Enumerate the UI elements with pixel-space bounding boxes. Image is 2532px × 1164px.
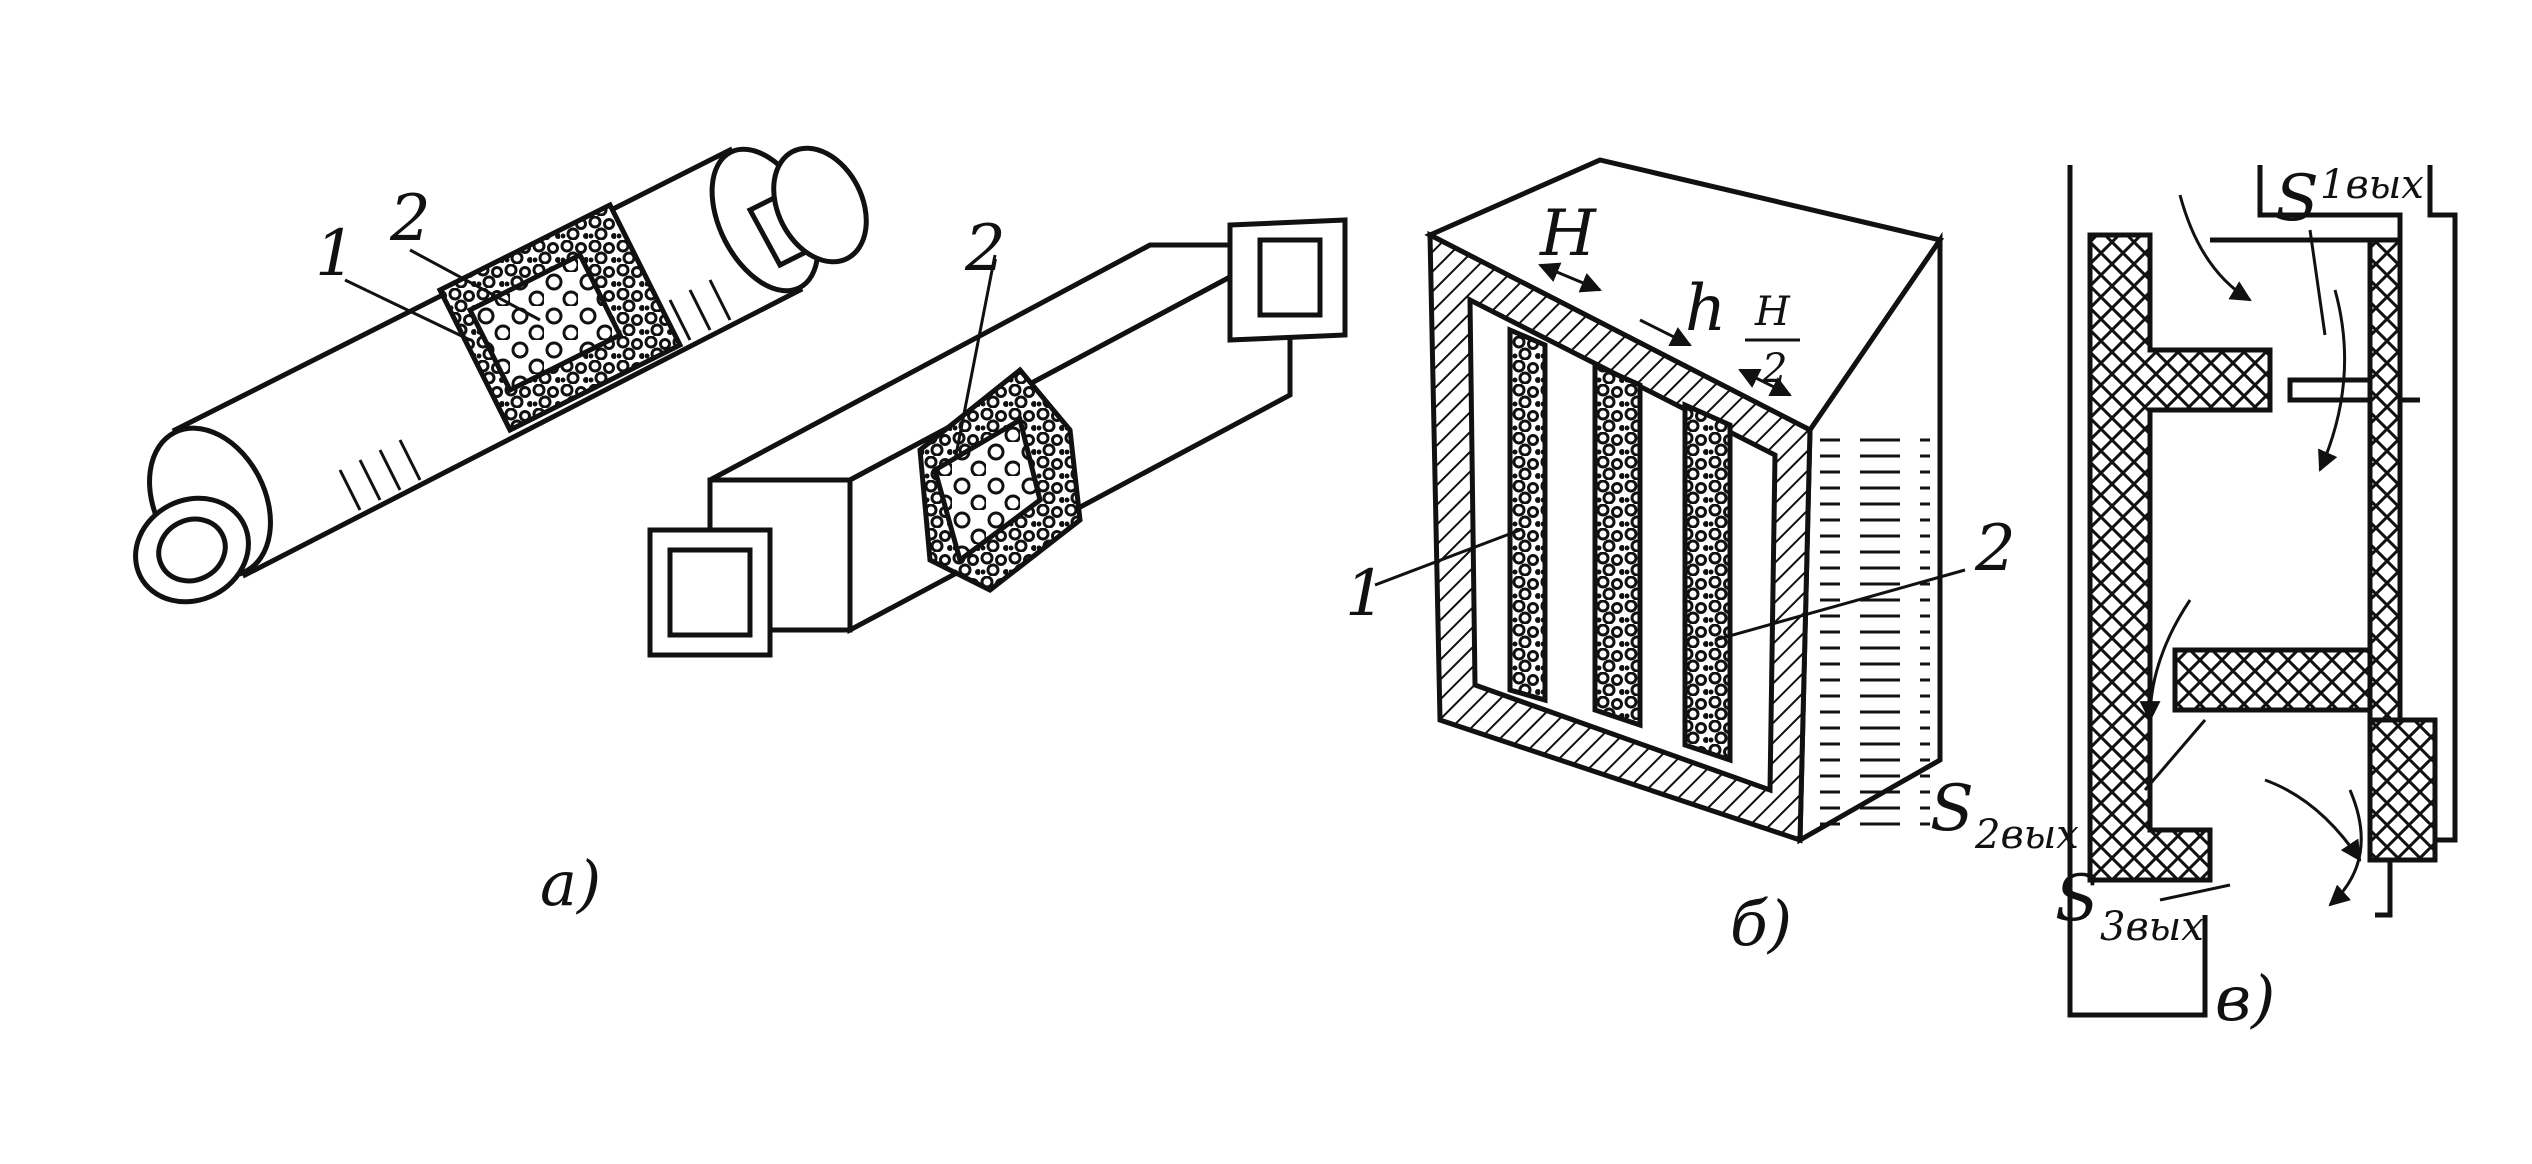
label-s3: S [2055, 862, 2099, 936]
label-plate-1: 1 [1345, 557, 1386, 631]
label-cyl-2: 2 [389, 182, 431, 256]
dim-h: h [1685, 272, 1726, 346]
caption-a: а) [540, 847, 601, 920]
cylinder-silencer [133, 145, 869, 605]
label-s3-sub: 3вых [2100, 904, 2204, 950]
plate-silencer [1374, 157, 1966, 845]
label-s1: S [2275, 162, 2319, 236]
box-silencer [647, 217, 1348, 658]
dim-half-denominator: 2 [1761, 346, 1787, 392]
dim-H: H [1539, 197, 1597, 271]
label-cyl-1: 1 [315, 217, 356, 291]
caption-b: б) [1730, 887, 1792, 960]
label-plate-2: 2 [1974, 512, 2016, 586]
dim-half-numerator: H [1754, 289, 1791, 335]
label-s2: S [1930, 772, 1974, 846]
label-s2-sub: 2вых [1974, 812, 2079, 858]
caption-c: в) [2215, 962, 2275, 1035]
label-s1-sub: 1вых [2320, 162, 2424, 208]
label-box-2: 2 [964, 212, 1006, 286]
chamber-silencer [2067, 165, 2458, 1018]
